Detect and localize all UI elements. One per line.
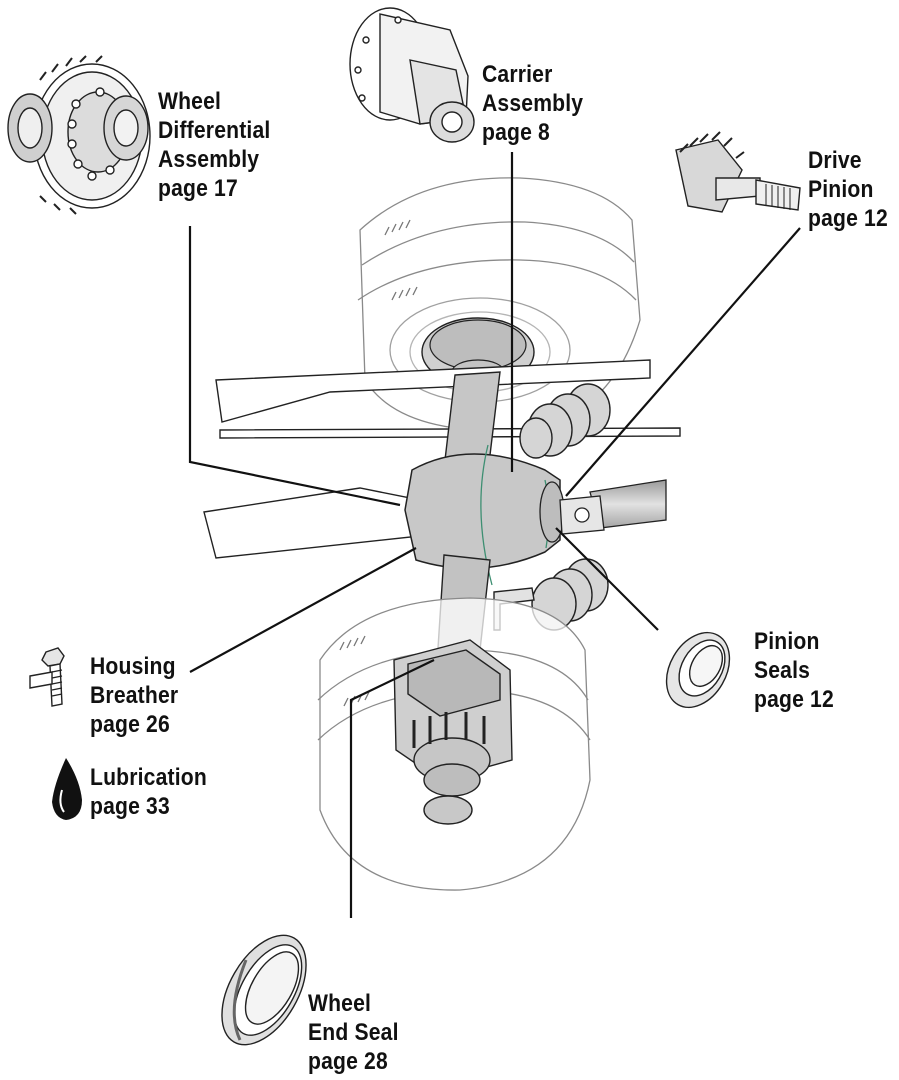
lower-frame-rail xyxy=(204,488,420,558)
oil-drop-icon xyxy=(52,758,82,820)
wheel-differential-line2: Differential xyxy=(158,116,270,145)
pinion-seals-label: Pinion Seals page 12 xyxy=(754,627,834,714)
carrier-housing-icon xyxy=(350,8,474,142)
carrier-line2: Assembly xyxy=(482,89,583,118)
pinion-gear-icon xyxy=(676,132,800,212)
carrier-label: Carrier Assembly page 8 xyxy=(482,60,583,147)
drive-pinion-label: Drive Pinion page 12 xyxy=(808,146,888,233)
lubrication-label: Lubrication page 33 xyxy=(90,763,207,821)
differential-gear-icon xyxy=(8,56,150,214)
wheel-differential-label: Wheel Differential Assembly page 17 xyxy=(158,87,270,203)
wheel-differential-line4: page 17 xyxy=(158,174,270,203)
breather-valve-icon xyxy=(30,648,64,706)
wheel-seal-icon xyxy=(205,921,324,1059)
carrier-line3: page 8 xyxy=(482,118,583,147)
lubrication-line1: Lubrication xyxy=(90,763,207,792)
pinion-seals-line2: Seals xyxy=(754,656,834,685)
driveshaft xyxy=(560,480,666,534)
carrier-line1: Carrier xyxy=(482,60,583,89)
housing-breather-line2: Breather xyxy=(90,681,178,710)
pinion-seals-line1: Pinion xyxy=(754,627,834,656)
housing-breather-line1: Housing xyxy=(90,652,178,681)
drive-pinion-line1: Drive xyxy=(808,146,888,175)
pinion-seals-line3: page 12 xyxy=(754,685,834,714)
seal-ring-icon xyxy=(654,621,742,718)
wheel-end-seal-line2: End Seal xyxy=(308,1018,399,1047)
housing-breather-label: Housing Breather page 26 xyxy=(90,652,178,739)
wheel-end-seal-line3: page 28 xyxy=(308,1047,399,1076)
wheel-differential-line3: Assembly xyxy=(158,145,270,174)
wheel-end-seal-label: Wheel End Seal page 28 xyxy=(308,989,399,1076)
wheel-end-seal-line1: Wheel xyxy=(308,989,399,1018)
drive-pinion-line2: Pinion xyxy=(808,175,888,204)
lubrication-line2: page 33 xyxy=(90,792,207,821)
axle-tube-upper xyxy=(445,372,500,460)
drive-pinion-line3: page 12 xyxy=(808,204,888,233)
wheel-differential-line1: Wheel xyxy=(158,87,270,116)
housing-breather-line3: page 26 xyxy=(90,710,178,739)
